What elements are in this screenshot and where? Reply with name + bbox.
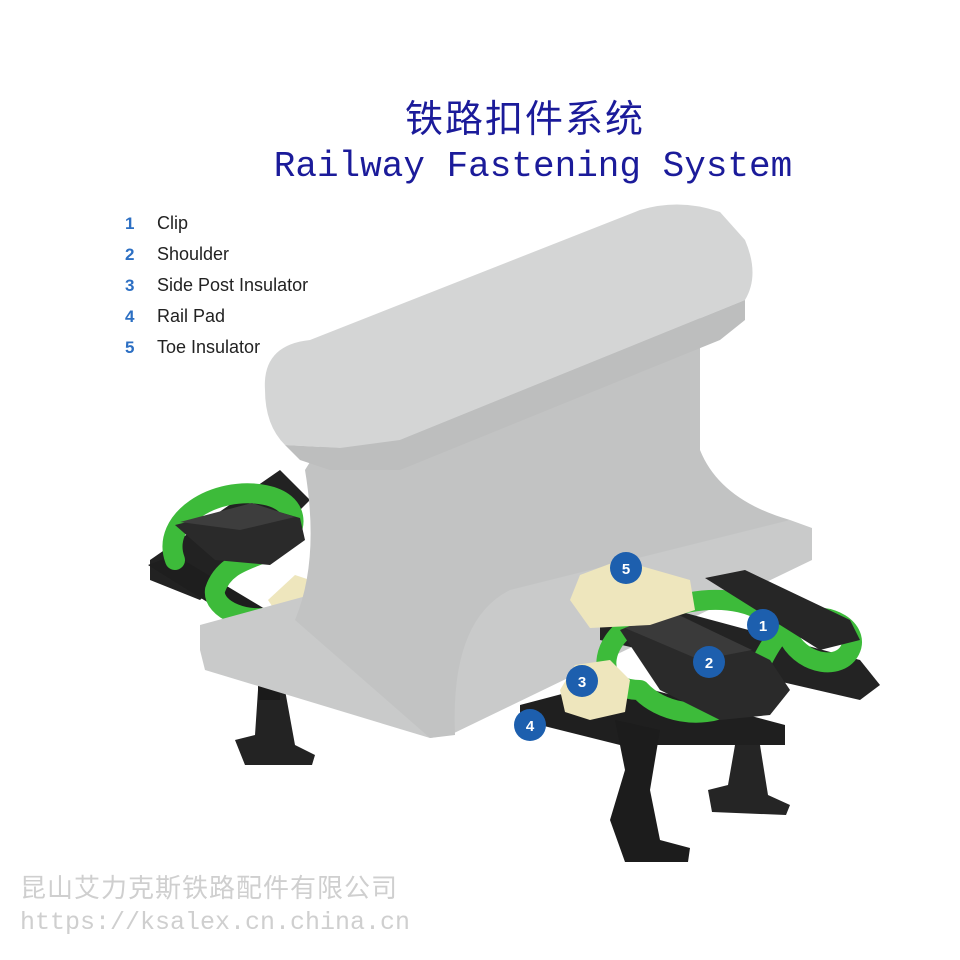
legend-label: Rail Pad <box>157 306 226 326</box>
legend-item-clip: 1 Clip <box>125 208 308 239</box>
legend-label: Clip <box>157 213 189 233</box>
legend-number: 1 <box>125 213 135 233</box>
callout-2: 2 <box>693 646 725 678</box>
rail-head <box>264 204 753 452</box>
callout-label: 1 <box>759 618 767 635</box>
legend-number: 5 <box>125 337 135 357</box>
callout-label: 5 <box>622 561 630 578</box>
shoulder-left-top <box>180 503 295 530</box>
legend: 1 Clip 2 Shoulder 3 Side Post Insulator … <box>125 208 308 363</box>
legend-item-rail-pad: 4 Rail Pad <box>125 301 308 332</box>
legend-number: 4 <box>125 306 135 326</box>
title-english: Railway Fastening System <box>273 146 793 187</box>
callout-3: 3 <box>566 665 598 697</box>
support-leg-right-front <box>610 720 690 862</box>
legend-item-side-post-insulator: 3 Side Post Insulator <box>125 270 308 301</box>
legend-label: Shoulder <box>157 244 230 264</box>
watermark-url: https://ksalex.cn.china.cn <box>20 908 411 937</box>
rail-head-side <box>285 300 745 470</box>
support-leg-left <box>235 690 315 765</box>
watermark-company: 昆山艾力克斯铁路配件有限公司 <box>20 874 399 904</box>
toe-insulator <box>570 560 695 628</box>
support-leg-right-back <box>708 745 790 815</box>
callout-label: 3 <box>578 674 586 691</box>
legend-label: Side Post Insulator <box>157 275 309 295</box>
callout-4: 4 <box>514 709 546 741</box>
legend-number: 3 <box>125 275 135 295</box>
legend-number: 2 <box>125 244 135 264</box>
callout-label: 4 <box>526 718 535 735</box>
callout-label: 2 <box>705 655 713 672</box>
legend-item-shoulder: 2 Shoulder <box>125 239 308 270</box>
legend-item-toe-insulator: 5 Toe Insulator <box>125 332 308 363</box>
title-chinese: 铁路扣件系统 <box>404 97 645 141</box>
shoulder-right-rear <box>705 570 860 650</box>
callout-5: 5 <box>610 552 642 584</box>
callout-1: 1 <box>747 609 779 641</box>
legend-label: Toe Insulator <box>157 337 261 357</box>
